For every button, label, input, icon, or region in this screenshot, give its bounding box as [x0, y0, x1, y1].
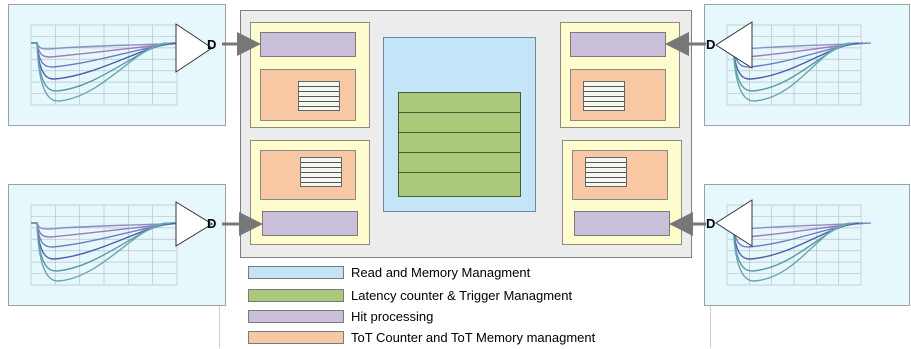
legend-label-hit-processing: Hit processing	[351, 309, 434, 324]
driver-label-top-right: D	[706, 37, 716, 52]
hit-processing-bottom-left	[262, 211, 358, 236]
signal-curve	[31, 222, 168, 282]
signal-curve	[31, 42, 184, 58]
signal-curve	[31, 42, 168, 102]
hit-processing-top-left	[260, 32, 356, 57]
driver-label-top-left: D	[207, 37, 217, 52]
signal-curve	[727, 222, 852, 282]
hit-processing-top-right	[570, 32, 666, 57]
legend-swatch-hit-processing	[248, 310, 344, 323]
driver-label-bottom-left: D	[207, 216, 217, 231]
legend-label-tot: ToT Counter and ToT Memory managment	[351, 330, 596, 345]
tot-memory-bottom-right	[585, 157, 627, 187]
driver-label-bottom-right: D	[706, 216, 716, 231]
signal-curve	[727, 42, 852, 102]
tot-memory-top-right	[583, 81, 625, 111]
signal-curve	[31, 42, 188, 50]
driver-triangle-bottom-right	[715, 199, 753, 247]
signal-plot-top-left	[8, 4, 226, 126]
driver-triangle-bottom-left	[175, 201, 213, 247]
legend-swatch-read-memory	[248, 266, 344, 279]
signal-plot-top-right	[704, 4, 910, 126]
legend-label-latency-trigger: Latency counter & Trigger Managment	[351, 288, 573, 303]
legend-swatch-latency-trigger	[248, 289, 344, 302]
signal-curve	[31, 222, 184, 238]
hit-processing-bottom-right	[574, 211, 670, 236]
tot-memory-top-left	[298, 81, 340, 111]
legend-label-read-memory: Read and Memory Managment	[351, 265, 531, 280]
legend-swatch-tot	[248, 331, 344, 344]
tot-memory-bottom-left	[300, 157, 342, 187]
driver-triangle-top-right	[715, 21, 753, 69]
latency-trigger-block	[398, 92, 521, 197]
driver-triangle-top-left	[175, 23, 213, 73]
signal-curve	[31, 222, 188, 230]
